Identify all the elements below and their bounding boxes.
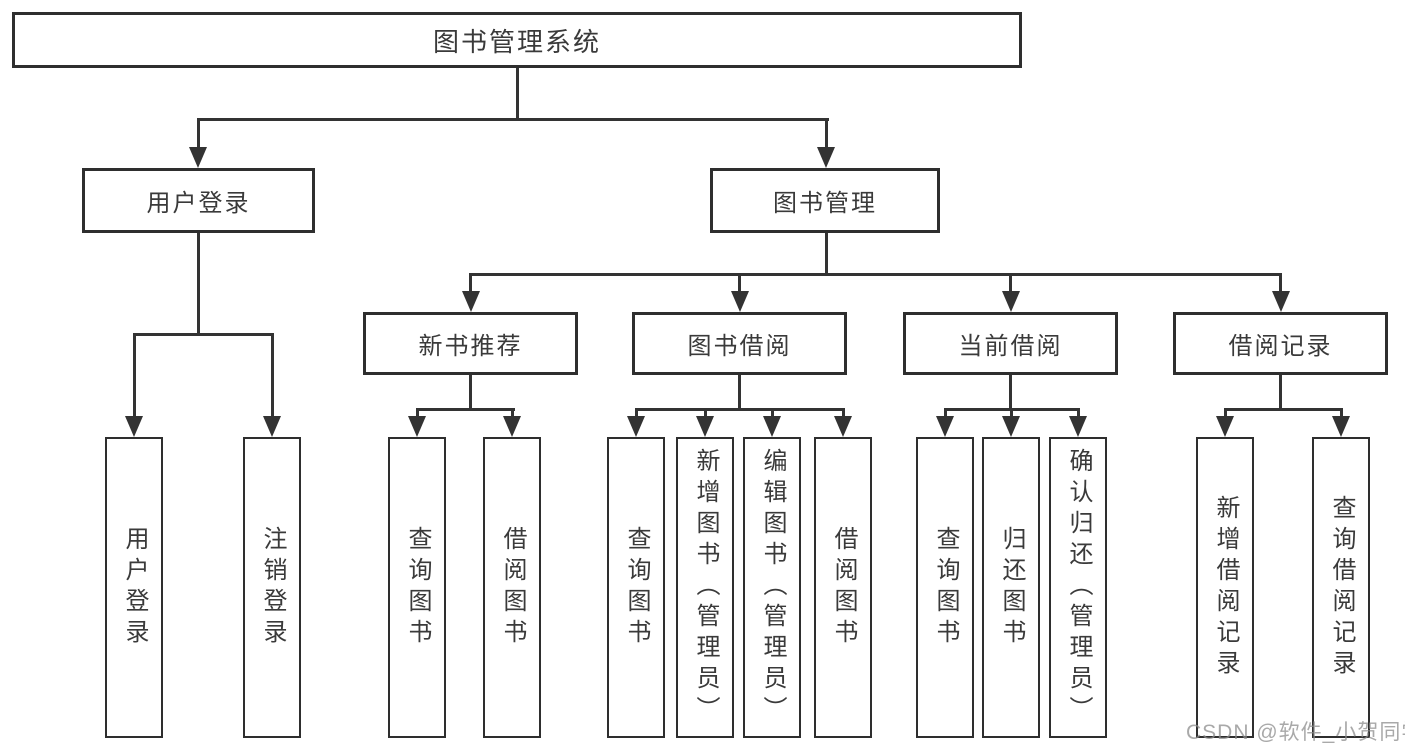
arrowhead-icon xyxy=(730,291,749,312)
edge-stem xyxy=(196,118,200,152)
leaf-borrow-books: 借阅图书 xyxy=(814,437,872,738)
edge-split xyxy=(415,408,515,411)
node-new-book-recommendation: 新书推荐 xyxy=(363,312,578,375)
leaf-query-books-recommend-label: 查询图书 xyxy=(404,525,431,650)
node-new-book-recommendation-label: 新书推荐 xyxy=(418,333,523,360)
leaf-add-books-admin-label: 新增图书（管理员） xyxy=(692,448,719,727)
edge-stem xyxy=(634,408,638,422)
edge-stem xyxy=(943,408,947,422)
arrowhead-icon xyxy=(763,416,781,437)
arrowhead-icon xyxy=(461,291,480,312)
edge-stem xyxy=(469,273,472,295)
leaf-logout-label: 注销登录 xyxy=(259,525,286,650)
leaf-confirm-return-admin-label: 确认归还（管理员） xyxy=(1065,448,1092,727)
leaf-query-borrow-record: 查询借阅记录 xyxy=(1312,437,1370,738)
edge-stem xyxy=(510,408,514,422)
leaf-confirm-return-admin: 确认归还（管理员） xyxy=(1049,437,1107,738)
node-borrowing-records-label: 借阅记录 xyxy=(1228,333,1333,360)
node-library-system-label: 图书管理系统 xyxy=(432,26,601,57)
edge-split xyxy=(634,408,845,411)
edge-drop xyxy=(1009,374,1012,410)
edge-stem xyxy=(415,408,419,422)
node-book-management-label: 图书管理 xyxy=(773,190,877,217)
arrowhead-icon xyxy=(503,416,521,437)
leaf-query-books-recommend: 查询图书 xyxy=(388,437,446,738)
leaf-logout: 注销登录 xyxy=(243,437,301,738)
leaf-add-books-admin: 新增图书（管理员） xyxy=(676,437,734,738)
edge-stem xyxy=(132,333,136,421)
leaf-query-books-borrow: 查询图书 xyxy=(607,437,665,738)
node-book-borrowing-label: 图书借阅 xyxy=(687,333,792,360)
edge-root-drop xyxy=(515,66,519,120)
leaf-query-books-current-label: 查询图书 xyxy=(932,525,959,650)
edge-userlogin-split xyxy=(132,333,274,336)
leaf-query-books-current: 查询图书 xyxy=(916,437,974,738)
leaf-add-borrow-record-label: 新增借阅记录 xyxy=(1212,494,1239,681)
leaf-user-login: 用户登录 xyxy=(105,437,163,738)
edge-bookmgmt-drop xyxy=(824,232,828,275)
edge-split xyxy=(1223,408,1343,411)
node-user-login-label: 用户登录 xyxy=(146,190,251,217)
arrowhead-icon xyxy=(1332,416,1350,437)
arrowhead-icon xyxy=(1002,416,1020,437)
leaf-add-borrow-record: 新增借阅记录 xyxy=(1196,437,1254,738)
leaf-return-books: 归还图书 xyxy=(982,437,1040,738)
edge-root-split xyxy=(196,118,829,121)
node-library-system: 图书管理系统 xyxy=(12,12,1022,68)
arrowhead-icon xyxy=(263,416,281,437)
arrowhead-icon xyxy=(696,416,714,437)
edge-stem xyxy=(1009,273,1012,295)
edge-stem xyxy=(703,408,707,422)
node-current-borrowing-label: 当前借阅 xyxy=(958,333,1063,360)
edge-stem xyxy=(841,408,845,422)
node-user-login: 用户登录 xyxy=(82,168,315,233)
arrowhead-icon xyxy=(817,147,835,168)
arrowhead-icon xyxy=(408,416,426,437)
leaf-query-books-borrow-label: 查询图书 xyxy=(623,525,650,650)
leaf-return-books-label: 归还图书 xyxy=(998,525,1025,650)
edge-stem xyxy=(270,333,274,421)
edge-stem xyxy=(1279,273,1282,295)
node-borrowing-records: 借阅记录 xyxy=(1173,312,1388,375)
node-book-management: 图书管理 xyxy=(710,168,940,233)
edge-stem xyxy=(770,408,774,422)
edge-stem xyxy=(824,118,828,152)
leaf-query-borrow-record-label: 查询借阅记录 xyxy=(1328,494,1355,681)
edge-stem xyxy=(1076,408,1080,422)
watermark: CSDN @软件_小贺同学 xyxy=(1186,721,1405,744)
arrowhead-icon xyxy=(627,416,645,437)
arrowhead-icon xyxy=(834,416,852,437)
edge-stem xyxy=(738,273,741,295)
edge-bookmgmt-split xyxy=(469,273,1282,276)
arrowhead-icon xyxy=(125,416,143,437)
arrowhead-icon xyxy=(1069,416,1087,437)
arrowhead-icon xyxy=(936,416,954,437)
edge-stem xyxy=(1223,408,1227,422)
leaf-edit-books-admin-label: 编辑图书（管理员） xyxy=(759,448,786,727)
arrowhead-icon xyxy=(1271,291,1290,312)
edge-drop xyxy=(738,374,741,410)
leaf-borrow-books-recommend-label: 借阅图书 xyxy=(499,525,526,650)
arrowhead-icon xyxy=(1001,291,1020,312)
arrowhead-icon xyxy=(189,147,207,168)
leaf-user-login-label: 用户登录 xyxy=(121,525,148,650)
arrowhead-icon xyxy=(1216,416,1234,437)
edge-drop xyxy=(469,374,472,410)
leaf-borrow-books-recommend: 借阅图书 xyxy=(483,437,541,738)
node-book-borrowing: 图书借阅 xyxy=(632,312,847,375)
leaf-edit-books-admin: 编辑图书（管理员） xyxy=(743,437,801,738)
leaf-borrow-books-label: 借阅图书 xyxy=(830,525,857,650)
edge-drop xyxy=(1279,374,1282,410)
node-current-borrowing: 当前借阅 xyxy=(903,312,1118,375)
edge-stem xyxy=(1009,408,1013,422)
edge-stem xyxy=(1339,408,1343,422)
edge-userlogin-drop xyxy=(196,232,200,336)
